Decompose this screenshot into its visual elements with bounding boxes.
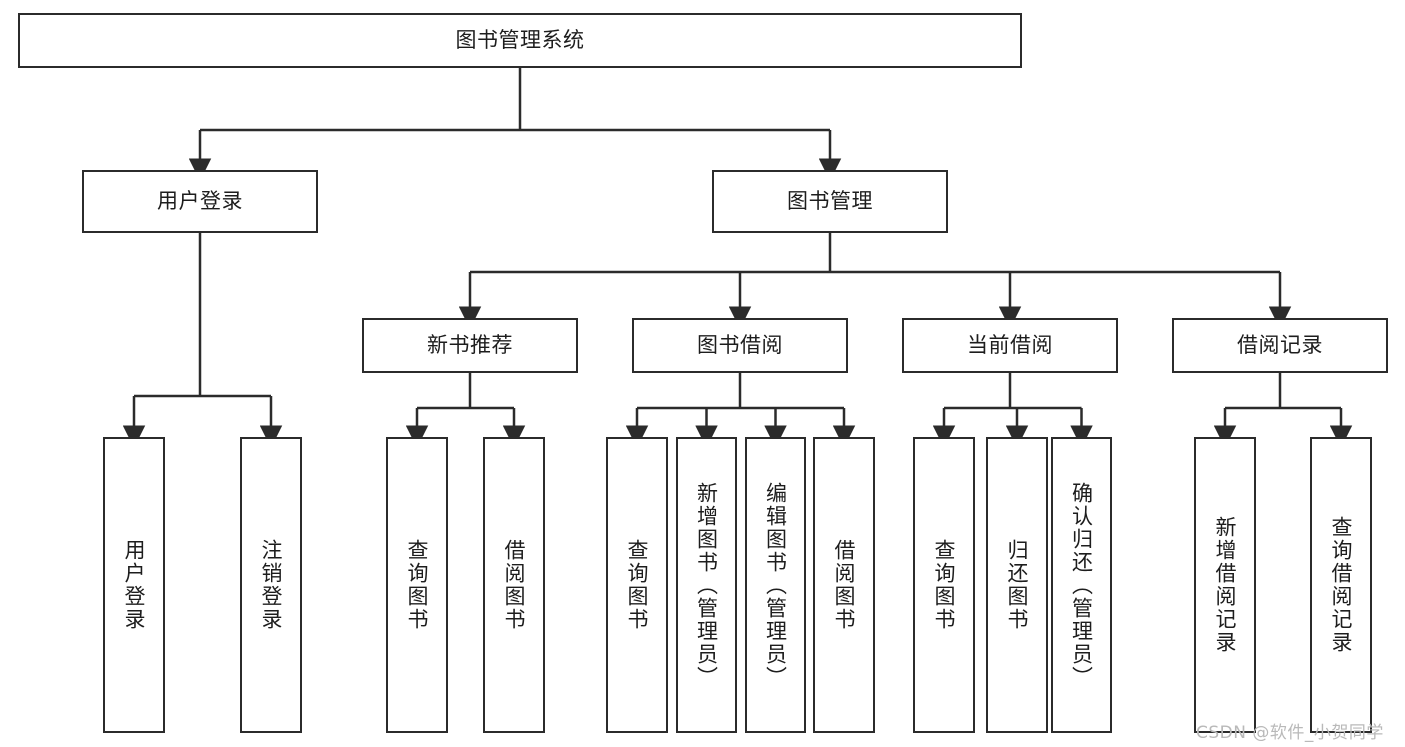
node-label: 图书管理系统	[455, 27, 585, 52]
node-l-qnew[interactable]: 查询图书	[386, 437, 448, 733]
node-l-return[interactable]: 归还图书	[986, 437, 1048, 733]
node-label: 查询图书	[625, 539, 650, 631]
node-label: 图书管理	[787, 188, 873, 213]
node-l-qrec[interactable]: 查询借阅记录	[1310, 437, 1372, 733]
node-label: 归还图书	[1005, 539, 1030, 631]
node-l-borrowbk[interactable]: 借阅图书	[813, 437, 875, 733]
node-label: 用户登录	[157, 188, 243, 213]
node-l-logout[interactable]: 注销登录	[240, 437, 302, 733]
node-label: 新书推荐	[427, 332, 513, 357]
node-current[interactable]: 当前借阅	[902, 318, 1118, 373]
node-borrow[interactable]: 图书借阅	[632, 318, 848, 373]
node-label: 用户登录	[122, 539, 147, 631]
node-label: 确认归还（管理员）	[1069, 481, 1094, 689]
node-label: 借阅图书	[832, 539, 857, 631]
node-label: 查询图书	[932, 539, 957, 631]
node-label: 图书借阅	[697, 332, 783, 357]
node-label: 借阅记录	[1237, 332, 1323, 357]
node-l-confirm[interactable]: 确认归还（管理员）	[1051, 437, 1112, 733]
node-label: 编辑图书（管理员）	[763, 481, 788, 689]
node-l-login[interactable]: 用户登录	[103, 437, 165, 733]
node-l-addrec[interactable]: 新增借阅记录	[1194, 437, 1256, 733]
node-label: 新增借阅记录	[1213, 516, 1238, 654]
node-newbook[interactable]: 新书推荐	[362, 318, 578, 373]
node-label: 查询图书	[405, 539, 430, 631]
node-l-bnew[interactable]: 借阅图书	[483, 437, 545, 733]
node-label: 注销登录	[259, 539, 284, 631]
node-l-qcur[interactable]: 查询图书	[913, 437, 975, 733]
csdn-watermark: CSDN @软件_小贺同学	[1196, 723, 1384, 743]
node-label: 当前借阅	[967, 332, 1053, 357]
node-label: 新增图书（管理员）	[694, 481, 719, 689]
node-root[interactable]: 图书管理系统	[18, 13, 1022, 68]
node-l-qbook[interactable]: 查询图书	[606, 437, 668, 733]
node-bookmgmt[interactable]: 图书管理	[712, 170, 948, 233]
node-l-addbook[interactable]: 新增图书（管理员）	[676, 437, 737, 733]
node-label: 查询借阅记录	[1329, 516, 1354, 654]
node-label: 借阅图书	[502, 539, 527, 631]
node-l-editbook[interactable]: 编辑图书（管理员）	[745, 437, 806, 733]
node-login[interactable]: 用户登录	[82, 170, 318, 233]
node-records[interactable]: 借阅记录	[1172, 318, 1388, 373]
